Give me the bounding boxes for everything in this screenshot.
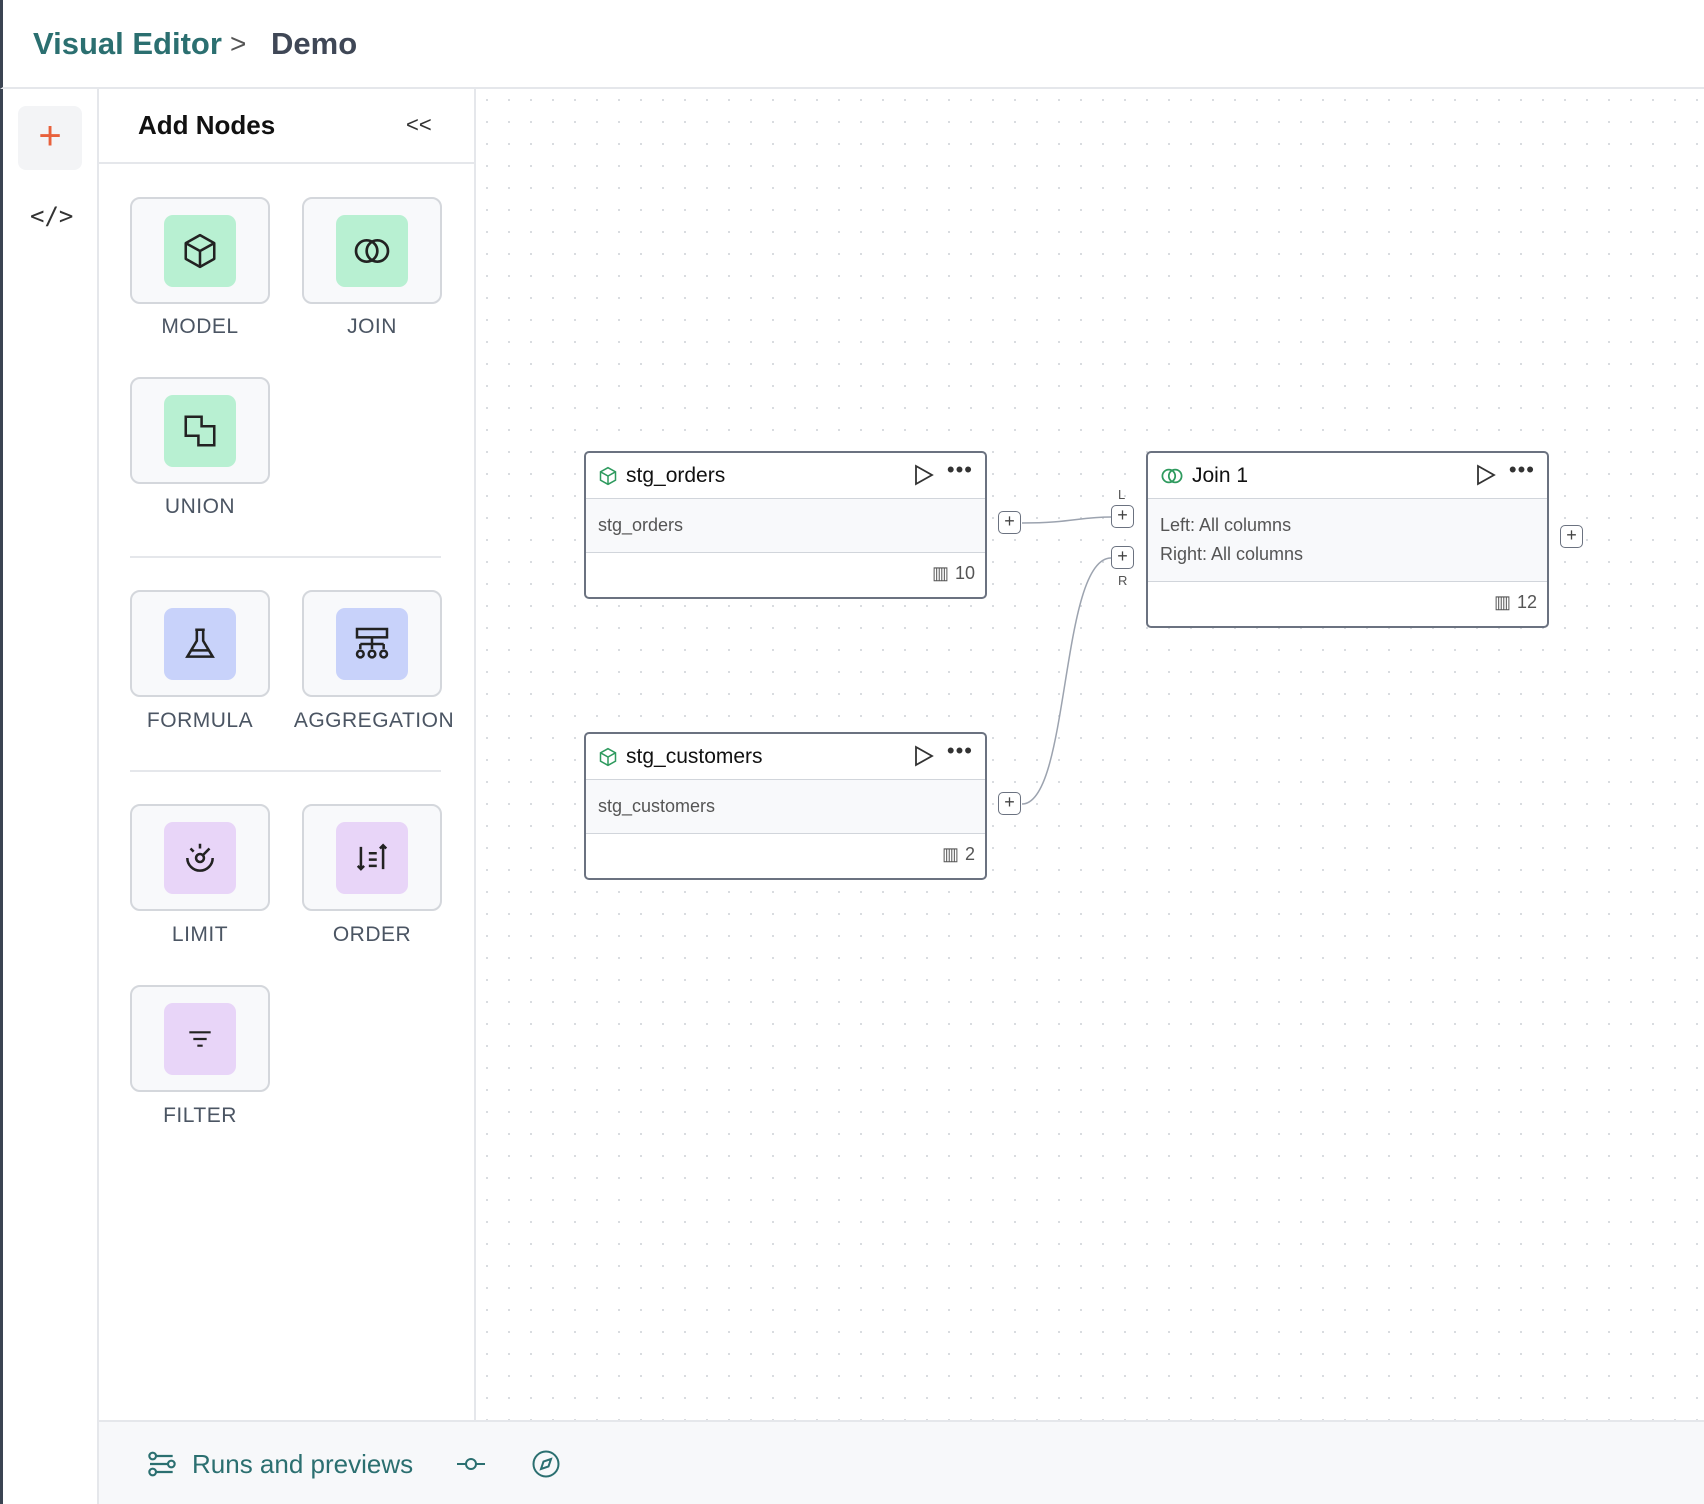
add-output-button[interactable]: + [998, 511, 1021, 534]
breadcrumb-current: Demo [271, 26, 358, 61]
handle-label-right: R [1118, 573, 1128, 588]
node-tile-label: ORDER [332, 923, 412, 946]
panel-title: Add Nodes [138, 110, 276, 140]
columns-icon: ▥ [941, 844, 959, 864]
columns-icon: ▥ [931, 563, 949, 583]
code-icon[interactable]: </> [30, 202, 74, 230]
more-icon[interactable]: ••• [946, 457, 973, 482]
cube-icon [599, 466, 617, 485]
node-tile-filter[interactable] [130, 985, 270, 1092]
node-tile-label: FILTER [163, 1104, 237, 1127]
flask-icon [164, 608, 236, 680]
left-rail [0, 89, 99, 1504]
limit-icon [164, 822, 236, 894]
more-icon[interactable]: ••• [946, 738, 973, 763]
edges [1021, 516, 1112, 805]
join-left-input-handle[interactable]: + [1111, 505, 1134, 528]
node-title: stg_orders [626, 463, 726, 487]
canvas-node-stg-orders[interactable]: stg_orders ••• stg_orders ▥10 [584, 451, 987, 599]
divider [130, 770, 441, 772]
canvas-node-stg-customers[interactable]: stg_customers ••• stg_customers ▥2 [584, 732, 987, 880]
bottom-bar [99, 1420, 1704, 1504]
plus-icon: + [38, 114, 62, 158]
add-output-button[interactable]: + [1560, 525, 1583, 548]
join-left-columns: Left: All columns [1160, 515, 1292, 535]
filter-icon [164, 1003, 236, 1075]
node-tile-union[interactable] [130, 377, 270, 484]
breadcrumb-separator: > [230, 28, 247, 59]
runs-and-previews-tab[interactable]: Runs and previews [192, 1449, 414, 1479]
more-icon[interactable]: ••• [1508, 457, 1535, 482]
header [0, 0, 1704, 89]
join-icon [1161, 468, 1183, 483]
node-tile-label: UNION [164, 495, 236, 518]
node-body: stg_customers [586, 780, 985, 834]
compass-icon[interactable] [531, 1449, 561, 1479]
node-tile-label: AGGREGATION [293, 709, 455, 732]
node-title: stg_customers [626, 744, 763, 768]
sort-icon [336, 822, 408, 894]
add-output-button[interactable]: + [998, 792, 1021, 815]
add-nodes-panel [99, 89, 476, 1420]
add-nodes-button[interactable]: + [18, 106, 82, 170]
cube-icon [164, 215, 236, 287]
node-body: stg_orders [586, 499, 985, 553]
breadcrumb-visual-editor[interactable]: Visual Editor [33, 26, 222, 61]
divider [130, 556, 441, 558]
column-count: 10 [954, 563, 975, 583]
node-tile-label: JOIN [347, 315, 397, 338]
join-right-input-handle[interactable]: + [1111, 546, 1134, 569]
divider [99, 162, 475, 164]
node-tile-model[interactable] [130, 197, 270, 304]
node-tile-formula[interactable] [130, 590, 270, 697]
node-tile-label: MODEL [161, 315, 239, 338]
play-icon[interactable] [913, 744, 935, 768]
node-title: Join 1 [1192, 463, 1249, 487]
aggregation-icon [336, 608, 408, 680]
columns-icon: ▥ [1493, 592, 1511, 612]
node-tile-label: FORMULA [146, 709, 254, 732]
node-tile-limit[interactable] [130, 804, 270, 911]
canvas[interactable] [476, 89, 1704, 1420]
node-tile-label: LIMIT [171, 923, 229, 946]
play-icon[interactable] [913, 463, 935, 487]
edge-customers-join [1021, 557, 1112, 805]
runs-icon [148, 1451, 176, 1477]
collapse-panel-button[interactable]: << [406, 112, 432, 137]
join-right-columns: Right: All columns [1160, 544, 1304, 564]
column-count: 2 [964, 844, 975, 864]
node-tile-aggregation[interactable] [302, 590, 442, 697]
handle-label-left: L [1118, 487, 1126, 502]
play-icon[interactable] [1475, 463, 1497, 487]
join-icon [336, 215, 408, 287]
edge-orders-join [1021, 516, 1112, 524]
node-tile-order[interactable] [302, 804, 442, 911]
cube-icon [599, 747, 617, 766]
commit-icon[interactable] [455, 1454, 487, 1474]
column-count: 12 [1516, 592, 1537, 612]
node-tile-join[interactable] [302, 197, 442, 304]
union-icon [164, 395, 236, 467]
